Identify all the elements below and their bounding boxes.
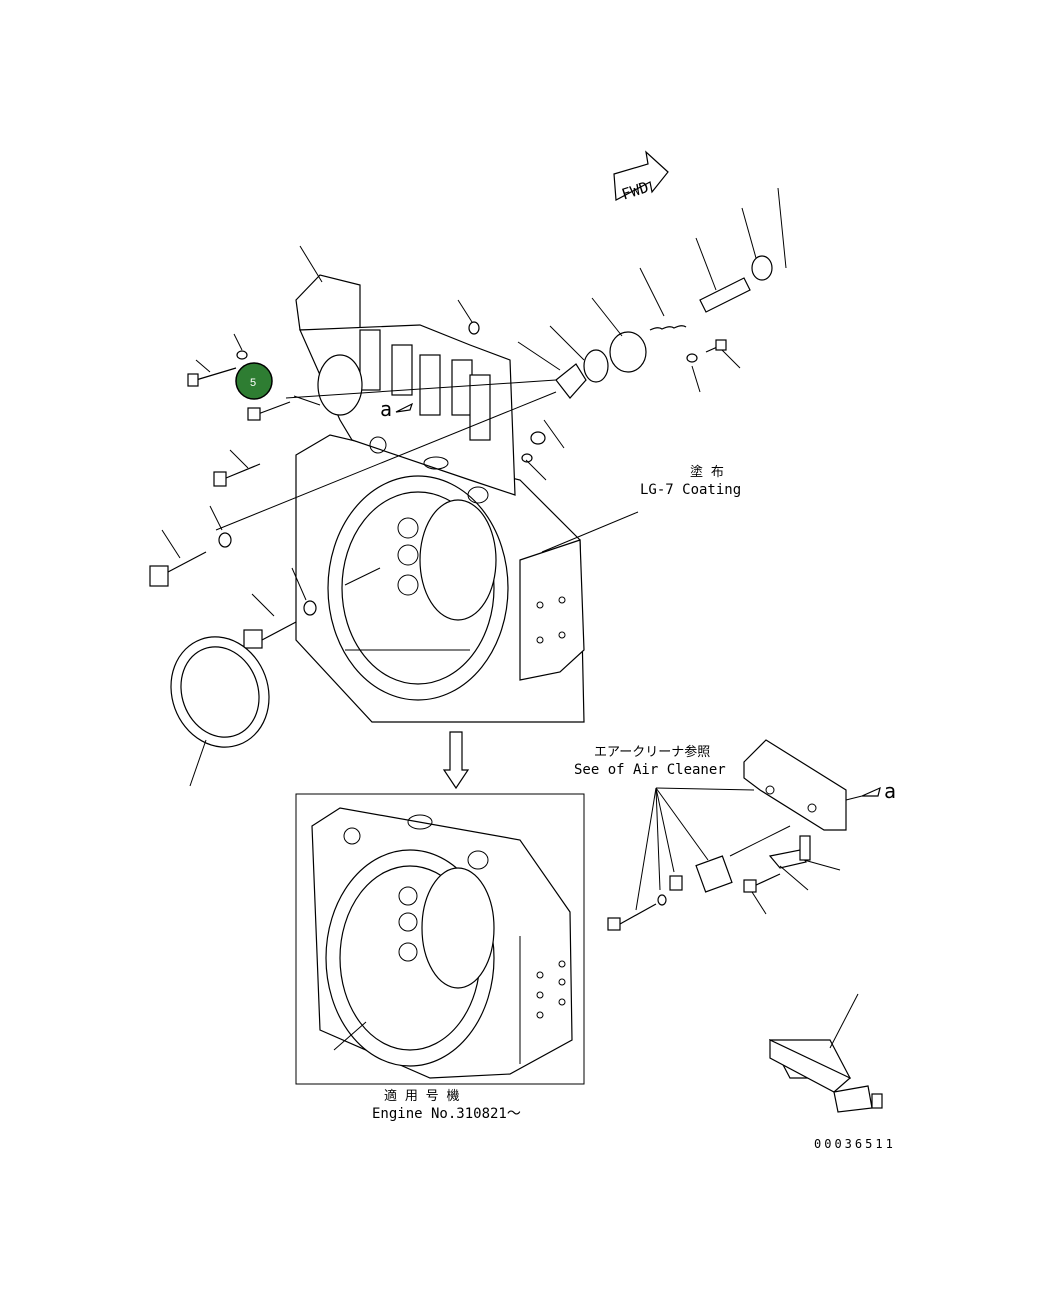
washer (530, 431, 546, 445)
ref-arrow-lower (861, 786, 881, 797)
washer (236, 350, 248, 360)
bolt-set-left (149, 321, 546, 649)
bolt-2 (247, 401, 291, 421)
oil-seal-ring (170, 636, 270, 748)
serial-note: 適 用 号 機 Engine No.310821〜 (372, 1088, 521, 1122)
air-cleaner-jp: エアークリーナ参照 (594, 744, 710, 760)
ref-mark-a-upper: a (380, 397, 392, 421)
coating-jp: 塗 布 (690, 464, 724, 480)
bracket-assembly: a (607, 739, 896, 931)
bolt-3 (213, 463, 261, 487)
bolt (619, 903, 657, 925)
serial-en: Engine No.310821〜 (372, 1106, 521, 1122)
washer (468, 321, 480, 335)
ref-arrow-upper (395, 402, 414, 413)
air-cleaner-en: See of Air Cleaner (574, 762, 726, 778)
washer (521, 453, 533, 463)
serial-jp: 適 用 号 機 (384, 1088, 459, 1104)
nut (751, 255, 773, 281)
housing-cover (609, 331, 647, 373)
gear (583, 349, 609, 383)
washer (303, 600, 317, 616)
fwd-direction-arrow: FWD (613, 150, 669, 204)
pin-assembly (555, 255, 773, 399)
figure-number: 00036511 (814, 1137, 896, 1151)
coating-en: LG-7 Coating (640, 482, 741, 498)
spacer (695, 855, 733, 893)
duct-element (769, 993, 883, 1113)
plate (799, 835, 811, 861)
down-arrow (442, 731, 470, 790)
coating-note: 塗 布 LG-7 Coating (640, 464, 741, 498)
air-cleaner-note: エアークリーナ参照 See of Air Cleaner (574, 744, 726, 778)
flywheel-housing (295, 274, 585, 723)
spring (649, 325, 687, 331)
washer (218, 532, 232, 548)
leader-lines-upper (161, 187, 787, 787)
ref-mark-a-lower: a (884, 779, 896, 803)
bolt (753, 873, 781, 887)
clip (768, 849, 807, 869)
detail-view-frame (295, 793, 585, 1085)
bolt-5 (243, 621, 297, 649)
callout-badge-5[interactable]: 5 (235, 362, 273, 400)
callout-badge-label: 5 (250, 377, 256, 389)
bracket (743, 739, 847, 831)
pin (699, 277, 751, 313)
bolt-1 (187, 367, 237, 387)
bolt-4 (149, 551, 207, 587)
